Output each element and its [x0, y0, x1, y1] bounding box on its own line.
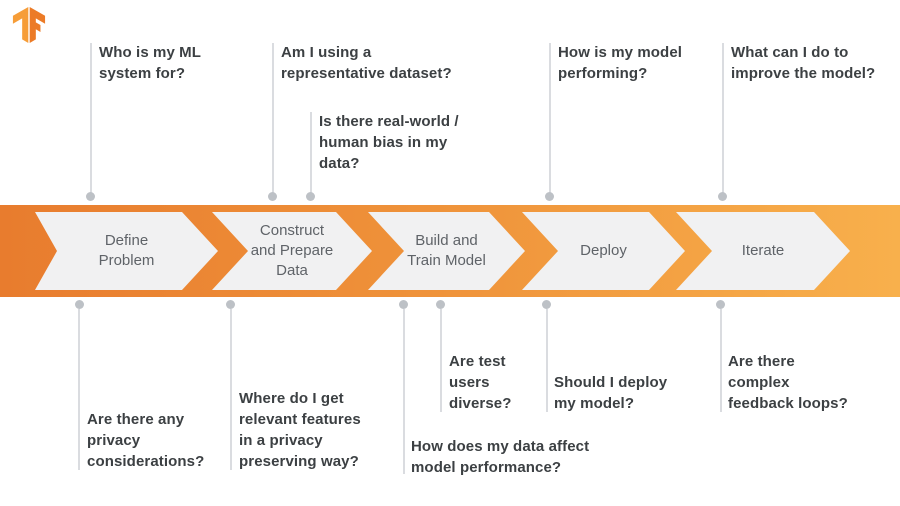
connector-dot [226, 300, 235, 309]
question-text: What can I do to improve the model? [731, 44, 876, 82]
connector-line [230, 309, 232, 470]
step-label-build-train: Build and Train Model [407, 232, 486, 269]
question-text: Are there any privacy considerations? [87, 411, 205, 470]
question-text: How is my model performing? [558, 44, 683, 82]
process-band: Define Problem Construct and Prepare Dat… [0, 205, 900, 297]
question-text: Where do I get relevant features in a pr… [239, 390, 361, 470]
tensorflow-logo-icon [12, 7, 46, 43]
connector-dot [306, 192, 315, 201]
chevron-step-1-shape [35, 212, 218, 290]
connector-dot [399, 300, 408, 309]
connector-dot [718, 192, 727, 201]
connector-line [720, 309, 722, 412]
step-label-define-problem: Define Problem [98, 232, 155, 269]
connector-line [78, 309, 80, 470]
connector-dot [436, 300, 445, 309]
question-text: Is there real-world / human bias in my d… [319, 113, 459, 172]
chevron-step-3-shape [368, 212, 525, 290]
step-label-construct-prepare: Construct and Prepare Data [250, 222, 334, 279]
connector-line [272, 43, 274, 193]
connector-line [440, 309, 442, 412]
question-text: Are there complex feedback loops? [728, 353, 848, 412]
connector-line [722, 43, 724, 193]
connector-line [546, 309, 548, 412]
connector-line [310, 112, 312, 193]
step-label-deploy: Deploy [580, 242, 627, 259]
question-text: Am I using a representative dataset? [281, 44, 452, 82]
connector-line [90, 43, 92, 193]
connector-line [403, 309, 405, 474]
connector-dot [716, 300, 725, 309]
connector-dot [86, 192, 95, 201]
question-text: Are test users diverse? [449, 353, 512, 412]
chevron-shapes [35, 212, 850, 290]
chevron-step-4-shape [522, 212, 685, 290]
question-text: Who is my ML system for? [99, 44, 202, 82]
chevron-step-2-shape [212, 212, 372, 290]
connector-dot [268, 192, 277, 201]
connector-dot [542, 300, 551, 309]
connector-dot [545, 192, 554, 201]
question-text: How does my data affect model performanc… [411, 438, 590, 476]
connector-line [549, 43, 551, 193]
chevron-step-5-shape [676, 212, 850, 290]
step-label-iterate: Iterate [741, 242, 785, 259]
connector-dot [75, 300, 84, 309]
question-text: Should I deploy my model? [554, 374, 668, 412]
